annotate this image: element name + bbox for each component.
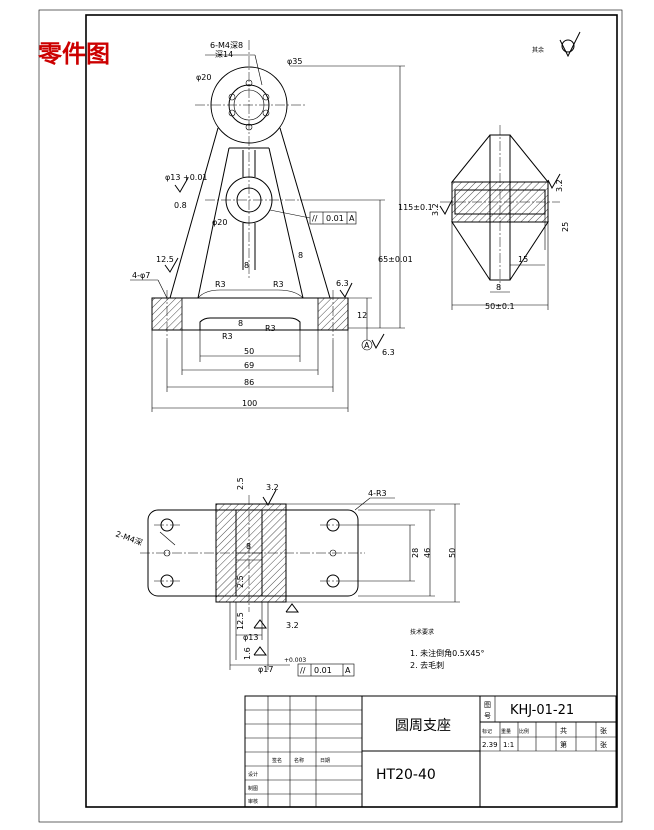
tb-shuliang: 重量 bbox=[501, 728, 511, 735]
title-block bbox=[244, 695, 617, 808]
tv-dim-25a: 2.5 bbox=[236, 477, 245, 490]
fv-ra-08: 0.8 bbox=[174, 201, 187, 210]
fv-note-2: 深14 bbox=[215, 50, 233, 59]
tb-part-name: 圆周支座 bbox=[395, 718, 451, 734]
heading-text: 零件图 bbox=[37, 39, 110, 68]
sv-dim-50: 50±0.1 bbox=[485, 302, 515, 311]
fv-dim-8b: 8 bbox=[298, 251, 303, 260]
tb-hao: 号 bbox=[484, 712, 491, 720]
tv-slots: 2-M4深 bbox=[114, 529, 143, 547]
tb-ban: 共 bbox=[560, 726, 567, 735]
fv-datum: A bbox=[364, 341, 370, 350]
tv-tol-val: 0.01 bbox=[314, 666, 332, 675]
fv-tol-val: 0.01 bbox=[326, 214, 344, 223]
fv-ra-63b: 6.3 bbox=[382, 348, 395, 357]
sv-dim-25: 25 bbox=[561, 222, 570, 232]
notes-header: 技术要求 bbox=[410, 628, 434, 636]
fv-r3d: R3 bbox=[265, 324, 276, 333]
fv-holes: 4-φ7 bbox=[132, 271, 150, 280]
tb-sheji: 设计 bbox=[248, 771, 258, 778]
fv-ra-63: 6.3 bbox=[336, 279, 349, 288]
fv-dim-115: 115±0.1 bbox=[398, 203, 433, 212]
sv-ra-32a: 3.2 bbox=[555, 179, 564, 192]
tv-ra-16: 1.6 bbox=[243, 647, 252, 660]
fv-dim-69: 69 bbox=[244, 361, 254, 370]
tv-dim-50: 50 bbox=[448, 548, 457, 558]
fv-d-top: φ35 bbox=[287, 57, 302, 66]
fv-dim-12: 12 bbox=[357, 311, 367, 320]
tb-biaoji: 标记 bbox=[482, 728, 492, 735]
tb-bili: 比例 bbox=[519, 728, 529, 735]
tv-d-17: φ17 bbox=[258, 665, 273, 674]
sv-dim-8: 8 bbox=[496, 283, 501, 292]
inner-border bbox=[85, 14, 618, 808]
tb-shenhe: 审核 bbox=[248, 798, 258, 805]
fv-tol-sym: // bbox=[312, 214, 318, 223]
tb-zhitu: 制图 bbox=[248, 785, 258, 792]
sv-ra-32b: 3.2 bbox=[431, 203, 440, 216]
tv-dim-46: 46 bbox=[423, 548, 432, 558]
fv-dim-50: 50 bbox=[244, 347, 254, 356]
top-view bbox=[140, 489, 460, 677]
tv-tol-17: +0.003 bbox=[284, 657, 306, 664]
fv-d-bore: φ13 +0.01 bbox=[165, 173, 208, 182]
notes-line-1: 1. 未注倒角0.5X45° bbox=[410, 648, 485, 658]
fv-dim-100: 100 bbox=[242, 399, 257, 408]
tb-qianming: 签名 bbox=[272, 757, 282, 764]
tv-tol-ref: A bbox=[345, 666, 351, 675]
fv-r3a: R3 bbox=[215, 280, 226, 289]
tb-riqi: 日期 bbox=[320, 758, 330, 764]
tv-ra-32b: 3.2 bbox=[286, 621, 299, 630]
tb-scale: 1:1 bbox=[503, 741, 514, 749]
front-view bbox=[130, 40, 405, 412]
tb-material: HT20-40 bbox=[376, 767, 436, 783]
fv-d-small: φ20 bbox=[196, 73, 211, 82]
fv-dim-8: 8 bbox=[244, 261, 249, 270]
side-view bbox=[439, 125, 561, 310]
fv-dim-8c: 8 bbox=[238, 319, 243, 328]
notes-line-2: 2. 去毛刺 bbox=[410, 660, 444, 670]
tb-weight: 2.39 bbox=[482, 741, 498, 749]
tb-mingcheng: 名称 bbox=[294, 757, 304, 764]
fv-r3b: R3 bbox=[273, 280, 284, 289]
outer-border bbox=[38, 9, 623, 823]
fv-r3c: R3 bbox=[222, 332, 233, 341]
tv-holes: 4-R3 bbox=[368, 489, 387, 498]
tv-ra-125: 12.5 bbox=[236, 612, 245, 630]
tv-ra-32: 3.2 bbox=[266, 483, 279, 492]
tb-zhang2: 张 bbox=[600, 740, 607, 749]
fv-dim-86: 86 bbox=[244, 378, 254, 387]
tv-dim-8: 8 bbox=[246, 542, 251, 551]
general-roughness-label: 其余 bbox=[532, 46, 544, 54]
tv-dim-25b: 2.5 bbox=[236, 575, 245, 588]
fv-note-1: 6-M4深8 bbox=[210, 41, 243, 50]
general-roughness-symbol bbox=[559, 31, 581, 58]
fv-ra-125: 12.5 bbox=[156, 255, 174, 264]
fv-dim-65: 65±0.01 bbox=[378, 255, 413, 264]
tb-drawing-number: KHJ-01-21 bbox=[510, 703, 574, 718]
fv-d-inner: φ20 bbox=[212, 218, 227, 227]
tb-zhang1: 张 bbox=[600, 726, 607, 735]
tb-di: 第 bbox=[560, 740, 567, 749]
tv-tol-sym: // bbox=[300, 666, 306, 675]
tv-dim-28: 28 bbox=[411, 548, 420, 558]
fv-tol-ref: A bbox=[349, 214, 355, 223]
tb-tu: 图 bbox=[484, 701, 491, 709]
tv-d-13: φ13 bbox=[243, 633, 258, 642]
sv-dim-15: 15 bbox=[518, 255, 528, 264]
